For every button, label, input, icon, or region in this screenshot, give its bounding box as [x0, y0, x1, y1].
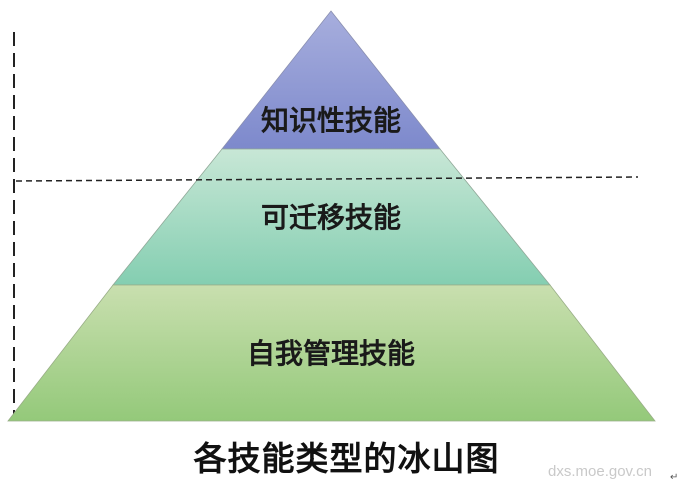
- diagram-caption: 各技能类型的冰山图: [193, 439, 500, 478]
- tier-label-transferable: 可迁移技能: [261, 201, 401, 234]
- paragraph-mark: ↵: [670, 472, 679, 483]
- pyramid-tier-bottom: [7, 284, 656, 422]
- tier-label-self-management: 自我管理技能: [247, 337, 415, 370]
- tier-label-knowledge: 知识性技能: [261, 104, 401, 137]
- waterline-dashed: [15, 176, 639, 182]
- watermark: dxs.moe.gov.cn: [548, 463, 652, 480]
